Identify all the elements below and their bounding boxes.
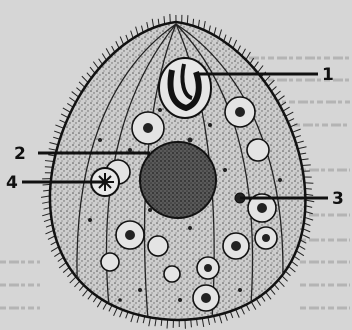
cilium bbox=[41, 196, 50, 197]
cilium bbox=[305, 200, 314, 202]
cilium bbox=[278, 280, 284, 287]
cilium bbox=[63, 108, 71, 113]
cilium bbox=[266, 292, 271, 299]
cilium bbox=[204, 21, 206, 30]
cilium bbox=[55, 125, 63, 128]
cilium bbox=[292, 129, 300, 132]
cilium bbox=[106, 48, 110, 56]
cilium bbox=[187, 15, 188, 24]
cilium bbox=[72, 92, 79, 98]
callout-2-label: 2 bbox=[14, 144, 26, 164]
cilium bbox=[202, 318, 204, 327]
cilium bbox=[45, 161, 54, 162]
cilium bbox=[82, 76, 88, 82]
cilium bbox=[258, 65, 264, 72]
cilium bbox=[298, 147, 307, 149]
cilium bbox=[167, 320, 168, 329]
cilium bbox=[70, 277, 76, 283]
macronucleus bbox=[140, 142, 216, 218]
cilium bbox=[285, 112, 293, 116]
cilium bbox=[302, 165, 311, 166]
cilium bbox=[49, 143, 58, 145]
cilium bbox=[304, 183, 313, 184]
cilium bbox=[136, 27, 138, 36]
cilium bbox=[120, 37, 123, 45]
callout-3-label: 3 bbox=[332, 189, 344, 209]
cilium bbox=[233, 40, 237, 48]
cilium bbox=[149, 317, 151, 326]
cilium bbox=[152, 19, 153, 28]
cilium bbox=[219, 29, 222, 38]
cilium bbox=[277, 96, 284, 101]
callout-1-label: 1 bbox=[322, 65, 334, 85]
cytopharynx bbox=[159, 58, 211, 118]
cilium bbox=[93, 62, 98, 69]
cilium bbox=[83, 289, 89, 296]
callout-4-label: 4 bbox=[6, 173, 18, 193]
